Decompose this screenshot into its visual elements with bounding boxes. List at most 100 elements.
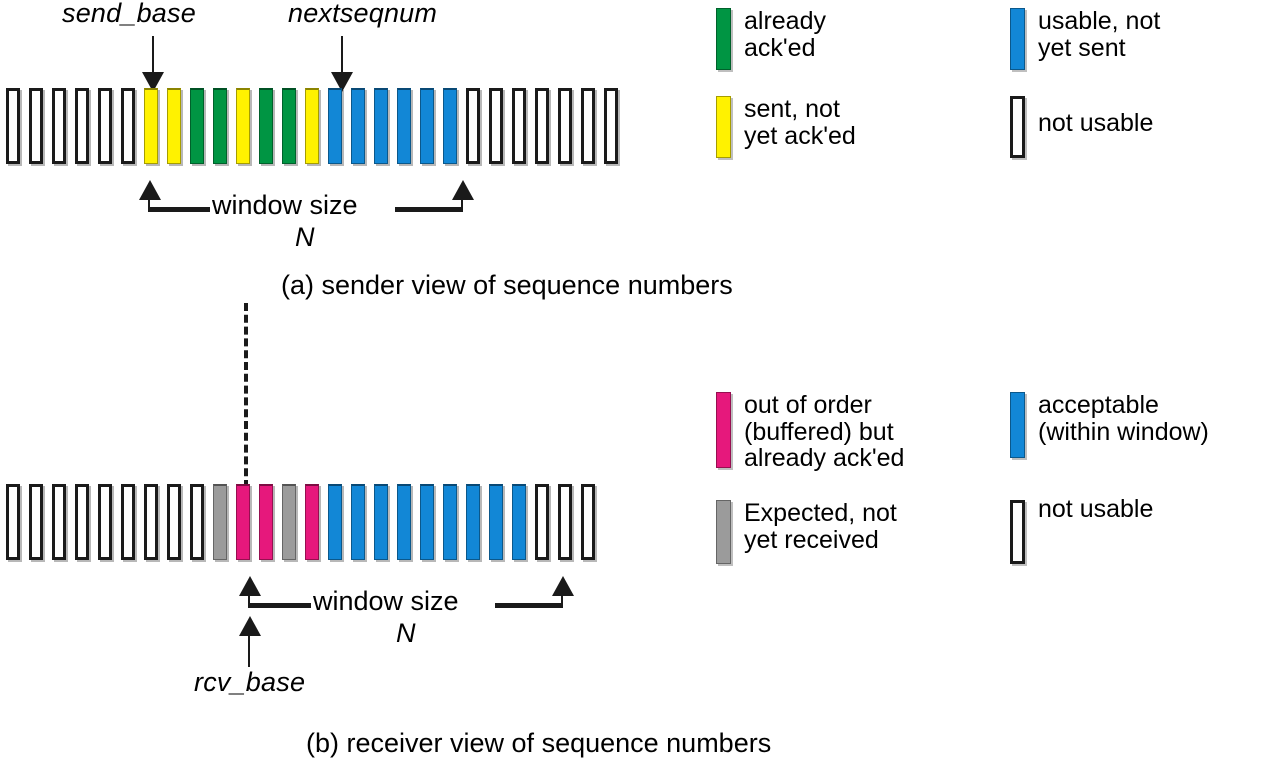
cell-already-acked [190, 88, 204, 164]
cell-already-acked [282, 88, 296, 164]
sender-caption: (a) sender view of sequence numbers [281, 270, 733, 300]
cell-not-usable [512, 88, 526, 164]
cell-not-usable [98, 484, 112, 560]
sender-window-left-shaft [148, 198, 150, 212]
cell-not-usable [581, 484, 595, 560]
legend-sender-sent-not-acked: sent, not yet ack'ed [716, 96, 856, 158]
legend-label: out of order (buffered) but already ack'… [744, 391, 905, 472]
cell-not-usable [6, 484, 20, 560]
cell-not-usable [52, 88, 66, 164]
cell-not-usable [121, 88, 135, 164]
cell-not-usable [466, 88, 480, 164]
cell-not-usable [6, 88, 20, 164]
legend-receiver-acceptable: acceptable (within window) [1010, 392, 1209, 458]
cell-not-usable [98, 88, 112, 164]
legend-label: usable, not yet sent [1038, 7, 1161, 62]
cell-expected [213, 484, 227, 560]
receiver-window-size-label: window size [313, 586, 459, 616]
sender-window-right-rule [395, 207, 463, 212]
rcv-base-arrow-shaft [248, 635, 250, 667]
cell-usable [420, 88, 434, 164]
sender-window-left-rule [148, 207, 210, 212]
receiver-window-size-symbol: N [396, 618, 416, 648]
sender-window-right-arrowhead [452, 180, 474, 200]
cell-usable [420, 484, 434, 560]
cell-usable [328, 484, 342, 560]
cell-not-usable [52, 484, 66, 560]
rcv-base-label: rcv_base [194, 667, 306, 697]
sender-window-size-label: window size [212, 190, 358, 220]
send-base-arrow-head [142, 72, 164, 92]
sender-window-right-shaft [461, 198, 463, 212]
legend-sender-usable-not-sent: usable, not yet sent [1010, 8, 1160, 70]
legend-label: not usable [1038, 109, 1154, 137]
legend-receiver-not-usable: not usable [1010, 496, 1153, 564]
cell-usable [374, 484, 388, 560]
cell-usable [351, 484, 365, 560]
receiver-window-right-shaft [561, 594, 563, 608]
cell-not-usable [29, 484, 43, 560]
cell-sent-not-acked [144, 88, 158, 164]
receiver-window-left-shaft [248, 594, 250, 608]
cell-not-usable [75, 484, 89, 560]
legend-receiver-expected: Expected, not yet received [716, 500, 897, 564]
send-base-arrow-shaft [152, 36, 154, 80]
legend-swatch-usable-icon [1010, 8, 1025, 70]
sender-sequence-strip [6, 88, 627, 164]
cell-sent-not-acked [167, 88, 181, 164]
cell-already-acked [213, 88, 227, 164]
legend-receiver-out-of-order: out of order (buffered) but already ack'… [716, 392, 904, 472]
receiver-window-right-arrowhead [552, 576, 574, 596]
cell-usable [328, 88, 342, 164]
cell-usable [443, 484, 457, 560]
nextseqnum-label: nextseqnum [288, 0, 438, 28]
nextseqnum-arrow-shaft [341, 36, 343, 80]
cell-out-of-order [305, 484, 319, 560]
legend-label: sent, not yet ack'ed [744, 95, 856, 150]
legend-label: acceptable (within window) [1038, 391, 1209, 446]
legend-sender-already-acked: already ack'ed [716, 8, 826, 70]
legend-swatch-acked-icon [716, 8, 731, 70]
cell-usable [374, 88, 388, 164]
cell-expected [282, 484, 296, 560]
receiver-caption: (b) receiver view of sequence numbers [306, 728, 772, 758]
receiver-window-right-rule [495, 603, 563, 608]
cell-usable [466, 484, 480, 560]
cell-not-usable [558, 88, 572, 164]
cell-out-of-order [236, 484, 250, 560]
cell-out-of-order [259, 484, 273, 560]
cell-not-usable [489, 88, 503, 164]
legend-swatch-acceptable-icon [1010, 392, 1025, 458]
legend-label: not usable [1038, 495, 1154, 523]
cell-not-usable [167, 484, 181, 560]
cell-usable [351, 88, 365, 164]
cell-not-usable [535, 88, 549, 164]
sender-window-size-symbol: N [295, 222, 315, 252]
cell-not-usable [144, 484, 158, 560]
legend-swatch-not-usable-icon [1010, 96, 1025, 158]
legend-swatch-expected-icon [716, 500, 731, 564]
legend-swatch-outoforder-icon [716, 392, 731, 468]
cell-not-usable [581, 88, 595, 164]
cell-not-usable [190, 484, 204, 560]
cell-usable [489, 484, 503, 560]
receiver-window-left-arrowhead [239, 576, 261, 596]
cell-usable [397, 88, 411, 164]
cell-not-usable [604, 88, 618, 164]
cell-not-usable [121, 484, 135, 560]
legend-label: already ack'ed [744, 7, 826, 62]
receiver-sequence-strip [6, 484, 604, 560]
cell-sent-not-acked [236, 88, 250, 164]
rcv-base-arrow-head [239, 616, 261, 636]
legend-swatch-sent-icon [716, 96, 731, 158]
nextseqnum-arrow-head [331, 72, 353, 92]
cell-usable [397, 484, 411, 560]
cell-not-usable [535, 484, 549, 560]
cell-sent-not-acked [305, 88, 319, 164]
send-base-label: send_base [62, 0, 196, 28]
legend-label: Expected, not yet received [744, 499, 897, 554]
sender-window-left-arrowhead [139, 180, 161, 200]
legend-sender-not-usable: not usable [1010, 96, 1153, 158]
cell-not-usable [558, 484, 572, 560]
